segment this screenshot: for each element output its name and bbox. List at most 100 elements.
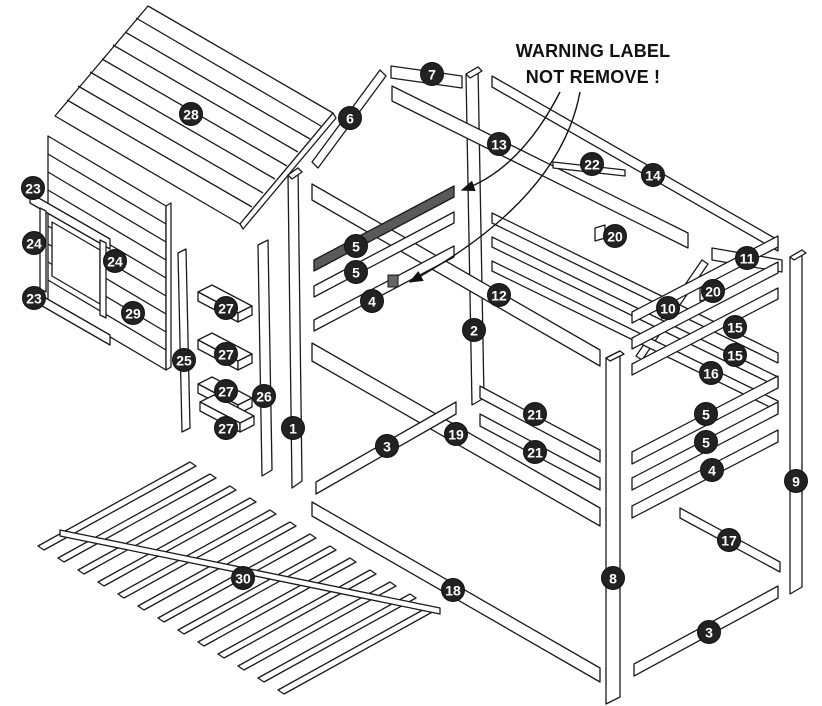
part-badge-p4a: 4 — [360, 289, 384, 313]
part-badge-p2: 2 — [462, 318, 486, 342]
part-number-label: 27 — [218, 301, 234, 317]
part-number-label: 29 — [125, 306, 141, 322]
part-badge-p28a: 28 — [179, 102, 203, 126]
part-badge-p26: 26 — [252, 384, 276, 408]
post-9 — [789, 249, 807, 595]
part-badge-p25: 25 — [172, 348, 196, 372]
part-badge-p3b: 3 — [697, 620, 721, 644]
part-number-label: 1 — [289, 421, 297, 437]
part-number-label: 27 — [218, 347, 234, 363]
part-badge-p8: 8 — [601, 566, 625, 590]
part-number-label: 27 — [218, 384, 234, 400]
part-badge-p23a: 23 — [21, 176, 45, 200]
part-number-label: 3 — [383, 439, 391, 455]
part-number-label: 23 — [26, 291, 42, 307]
part-number-label: 15 — [727, 348, 743, 364]
part-badge-p27d: 27 — [214, 416, 238, 440]
part-number-label: 5 — [352, 265, 360, 281]
part-number-label: 19 — [448, 427, 464, 443]
part-badge-p22: 22 — [580, 152, 604, 176]
part-badge-p11: 11 — [735, 246, 759, 270]
part-badge-p3a: 3 — [375, 434, 399, 458]
part-badge-p21b: 21 — [523, 440, 547, 464]
part-badge-p20b: 20 — [701, 279, 725, 303]
roof-beam-13 — [391, 85, 689, 249]
gable-piece-26 — [257, 239, 273, 477]
part-number-label: 22 — [584, 157, 600, 173]
part-badge-p21a: 21 — [523, 402, 547, 426]
part-badge-p5b: 5 — [344, 260, 368, 284]
part-number-label: 2 — [470, 323, 478, 339]
part-number-label: 21 — [527, 407, 543, 423]
part-number-label: 4 — [708, 463, 716, 479]
warning-line-2: NOT REMOVE ! — [525, 67, 661, 87]
warning-line-1: WARNING LABEL — [515, 41, 671, 61]
part-badge-p27a: 27 — [214, 296, 238, 320]
part-badge-p16: 16 — [699, 361, 723, 385]
part-number-label: 14 — [645, 168, 661, 184]
part-number-label: 16 — [703, 366, 719, 382]
part-number-label: 5 — [702, 407, 710, 423]
part-badge-p29: 29 — [121, 301, 145, 325]
part-number-label: 26 — [256, 389, 272, 405]
gable-piece-25 — [177, 248, 191, 433]
part-number-label: 7 — [428, 67, 436, 83]
part-number-label: 13 — [491, 137, 507, 153]
part-badge-p19: 19 — [444, 422, 468, 446]
part-badge-p23b: 23 — [22, 286, 46, 310]
part-number-label: 12 — [491, 288, 507, 304]
part-badge-p20a: 20 — [603, 224, 627, 248]
part-badge-p10: 10 — [656, 296, 680, 320]
part-badge-p6: 6 — [338, 106, 362, 130]
roof-beam-14 — [491, 75, 779, 252]
part-badge-p5a: 5 — [344, 234, 368, 258]
part-badge-p12: 12 — [487, 283, 511, 307]
part-badge-p4b: 4 — [700, 458, 724, 482]
part-badge-p27b: 27 — [214, 342, 238, 366]
part-number-label: 27 — [218, 421, 234, 437]
part-number-label: 17 — [721, 533, 737, 549]
part-badge-p5d: 5 — [694, 430, 718, 454]
part-number-label: 23 — [25, 181, 41, 197]
post-1 — [287, 167, 303, 489]
part-number-label: 30 — [235, 571, 251, 587]
part-number-label: 24 — [26, 236, 42, 252]
part-number-label: 25 — [176, 353, 192, 369]
part-number-label: 21 — [527, 445, 543, 461]
part-number-label: 11 — [740, 251, 755, 267]
warning-arrows — [387, 91, 581, 288]
warning-label-text: WARNING LABEL NOT REMOVE ! — [468, 38, 718, 90]
part-badge-p27c: 27 — [214, 379, 238, 403]
part-badge-p17: 17 — [717, 528, 741, 552]
slat-set — [37, 461, 441, 695]
part-number-label: 24 — [107, 254, 123, 270]
part-number-label: 6 — [346, 111, 354, 127]
part-number-label: 10 — [660, 301, 676, 317]
part-number-label: 3 — [705, 625, 713, 641]
part-number-label: 18 — [445, 583, 461, 599]
part-number-label: 9 — [792, 474, 800, 490]
part-number-label: 15 — [727, 320, 743, 336]
part-number-label: 20 — [607, 229, 623, 245]
part-badge-p24b: 24 — [103, 249, 127, 273]
post-8 — [605, 350, 625, 705]
part-badge-p24a: 24 — [22, 231, 46, 255]
part-badge-p5c: 5 — [694, 402, 718, 426]
part-badge-p7: 7 — [420, 62, 444, 86]
part-badge-p1: 1 — [281, 416, 305, 440]
part-number-label: 28 — [183, 107, 199, 123]
part-badge-p18: 18 — [441, 578, 465, 602]
part-badge-p30: 30 — [231, 566, 255, 590]
part-badge-p15a: 15 — [723, 315, 747, 339]
part-number-label: 20 — [705, 284, 721, 300]
part-badge-p9: 9 — [784, 469, 808, 493]
part-number-label: 5 — [702, 435, 710, 451]
part-number-label: 8 — [609, 571, 617, 587]
part-badge-p13: 13 — [487, 132, 511, 156]
part-badge-p15b: 15 — [723, 343, 747, 367]
part-badge-p14: 14 — [641, 163, 665, 187]
part-number-label: 5 — [352, 239, 360, 255]
part-number-label: 4 — [368, 294, 376, 310]
